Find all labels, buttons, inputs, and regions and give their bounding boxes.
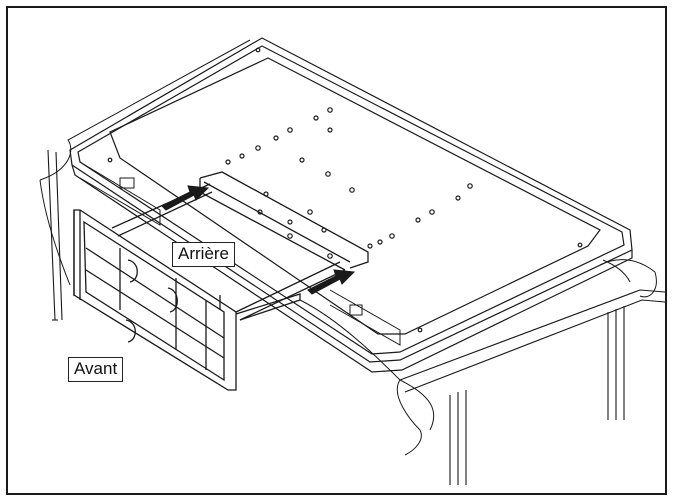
tv-panel [69,37,633,373]
label-arriere: Arrière [172,242,236,267]
protective-cloth [39,39,657,456]
label-avant: Avant [68,357,124,382]
arrow-rear-lower [307,269,356,295]
table [47,149,666,485]
diagram-frame [6,6,667,495]
arrow-rear-upper [161,185,210,211]
insertion-arrows [161,185,356,295]
mounting-holes [107,47,583,333]
panel-side-detail [79,161,401,346]
